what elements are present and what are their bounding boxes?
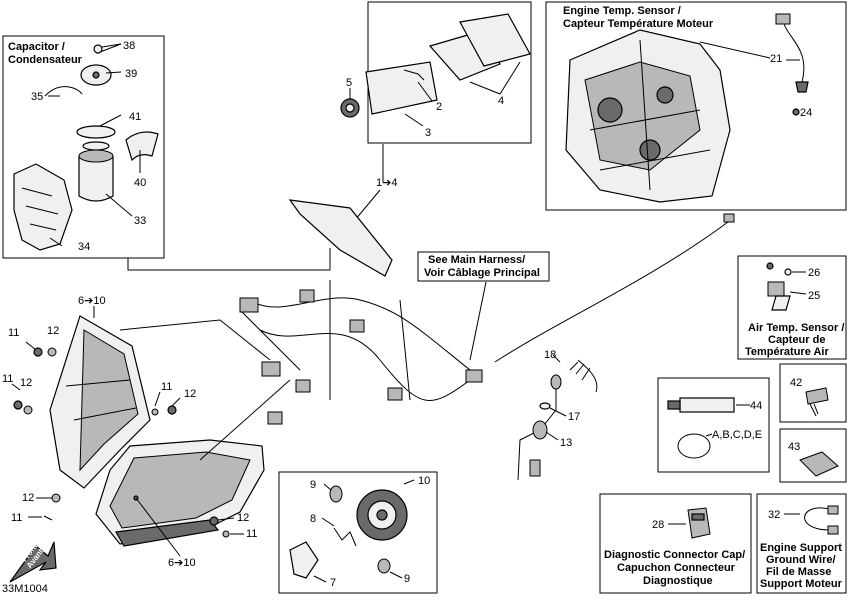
callout-3: 3: [425, 127, 431, 139]
engine-temp-box: Engine Temp. Sensor / Capteur Températur…: [545, 1, 847, 211]
main-harness-title-2: Voir Câblage Principal: [424, 267, 540, 279]
callout-11-b: 11: [2, 373, 13, 385]
diag-cap-title-1: Diagnostic Connector Cap/: [604, 549, 745, 561]
ground-wire-box: 32 Engine Support Ground Wire/ Fil de Ma…: [756, 493, 847, 594]
coiled-cable-part: [517, 359, 598, 481]
diag-cap-title-2: Capuchon Connecteur: [617, 562, 736, 574]
callout-12-d: 12: [184, 388, 196, 400]
callout-10: 10: [418, 475, 430, 487]
gauge-cluster-part: [340, 13, 531, 118]
callout-18: 18: [544, 349, 556, 361]
callout-28: 28: [652, 519, 664, 531]
capacitor-part: [13, 44, 159, 251]
engine-temp-wire: [494, 221, 729, 363]
headlight-bottom-leader: [135, 497, 181, 557]
callout-25: 25: [808, 290, 820, 302]
callout-7: 7: [330, 577, 336, 589]
callout-8: 8: [310, 513, 316, 525]
air-temp-title-2: Capteur de: [768, 334, 825, 346]
air-temp-title-3: Température Air: [745, 346, 829, 358]
callout-6-10-top: 6➔10: [78, 295, 106, 307]
callout-5: 5: [346, 77, 352, 89]
callout-12-a: 12: [47, 325, 59, 337]
bulb-box: 9 10 8 7 9: [278, 471, 438, 594]
callout-4: 4: [498, 95, 504, 107]
callout-21: 21: [770, 53, 782, 65]
air-temp-title-1: Air Temp. Sensor /: [748, 322, 844, 334]
callout-44: 44: [750, 400, 762, 412]
cable-tie-part: [677, 433, 711, 459]
engine-part: [565, 29, 731, 203]
main-harness-box: See Main Harness/ Voir Câblage Principal: [417, 251, 550, 361]
gauge-box: 5 2 3 4: [340, 1, 532, 144]
ground-wire-title-1: Engine Support: [760, 542, 842, 554]
callout-1-4: 1➔4: [376, 177, 397, 189]
headlight-right-part: [95, 439, 265, 547]
headlight-left-part: [49, 315, 151, 489]
grease-tube-part: [667, 397, 735, 413]
diagram-id: 33M1004: [2, 583, 48, 595]
ground-wire-title-2: Ground Wire/: [766, 554, 836, 566]
ground-wire-part: [804, 505, 839, 535]
headlight-top-leader: [119, 319, 271, 361]
engine-temp-title-2: Capteur Température Moteur: [563, 18, 714, 30]
callout-34: 34: [78, 241, 90, 253]
callout-35: 35: [31, 91, 43, 103]
consumables-label: A,B,C,D,E: [712, 429, 762, 441]
air-temp-box: 26 25 Air Temp. Sensor / Capteur de Temp…: [737, 255, 847, 360]
diag-cap-title-3: Diagnostique: [643, 575, 713, 587]
callout-42: 42: [790, 377, 802, 389]
callout-9-b: 9: [404, 573, 410, 585]
main-harness-title-1: See Main Harness/: [428, 254, 525, 266]
callout-12-b: 12: [20, 377, 32, 389]
callout-11-d: 11: [161, 381, 172, 393]
engine-temp-sensor-part: [775, 13, 809, 93]
diag-cap-part: [687, 507, 711, 539]
capacitor-title-1: Capacitor /: [8, 41, 65, 53]
capacitor-title-2: Condensateur: [8, 54, 83, 66]
callout-11-a: 11: [8, 327, 19, 339]
ground-wire-title-4: Support Moteur: [760, 578, 843, 590]
fasteners-left: [11, 341, 61, 521]
callout-17: 17: [568, 411, 580, 423]
callout-24: 24: [800, 107, 812, 119]
bulb-parts: [289, 485, 408, 579]
engine-temp-title-1: Engine Temp. Sensor /: [563, 5, 681, 17]
clip-43-box: 43: [779, 428, 847, 483]
ground-wire-title-3: Fil de Masse: [766, 566, 831, 578]
callout-6-10-bot: 6➔10: [168, 557, 196, 569]
callout-33: 33: [134, 215, 146, 227]
capacitor-leader: [127, 258, 330, 271]
callout-26: 26: [808, 267, 820, 279]
callout-12-c: 12: [22, 492, 34, 504]
callout-43: 43: [788, 441, 800, 453]
clip-42-box: 42: [779, 363, 847, 423]
callout-2: 2: [436, 101, 442, 113]
callout-11-e: 11: [246, 528, 257, 540]
callout-41: 41: [129, 111, 141, 123]
wiring-harness-part: [239, 199, 483, 425]
consumables-box: 44 A,B,C,D,E: [657, 377, 770, 473]
callout-40: 40: [134, 177, 146, 189]
front-arrow: Front Avant: [9, 542, 57, 583]
callout-13: 13: [560, 437, 572, 449]
callout-9-a: 9: [310, 479, 316, 491]
callout-39: 39: [125, 68, 137, 80]
callout-32: 32: [768, 509, 780, 521]
air-temp-sensor-part: [766, 262, 792, 311]
diag-cap-box: 28 Diagnostic Connector Cap/ Capuchon Co…: [599, 493, 752, 594]
callout-11-c: 11: [11, 512, 22, 524]
callout-12-e: 12: [237, 512, 249, 524]
capacitor-box: Capacitor / Condensateur 38 39 35 41 40: [2, 35, 165, 259]
callout-38: 38: [123, 40, 135, 52]
